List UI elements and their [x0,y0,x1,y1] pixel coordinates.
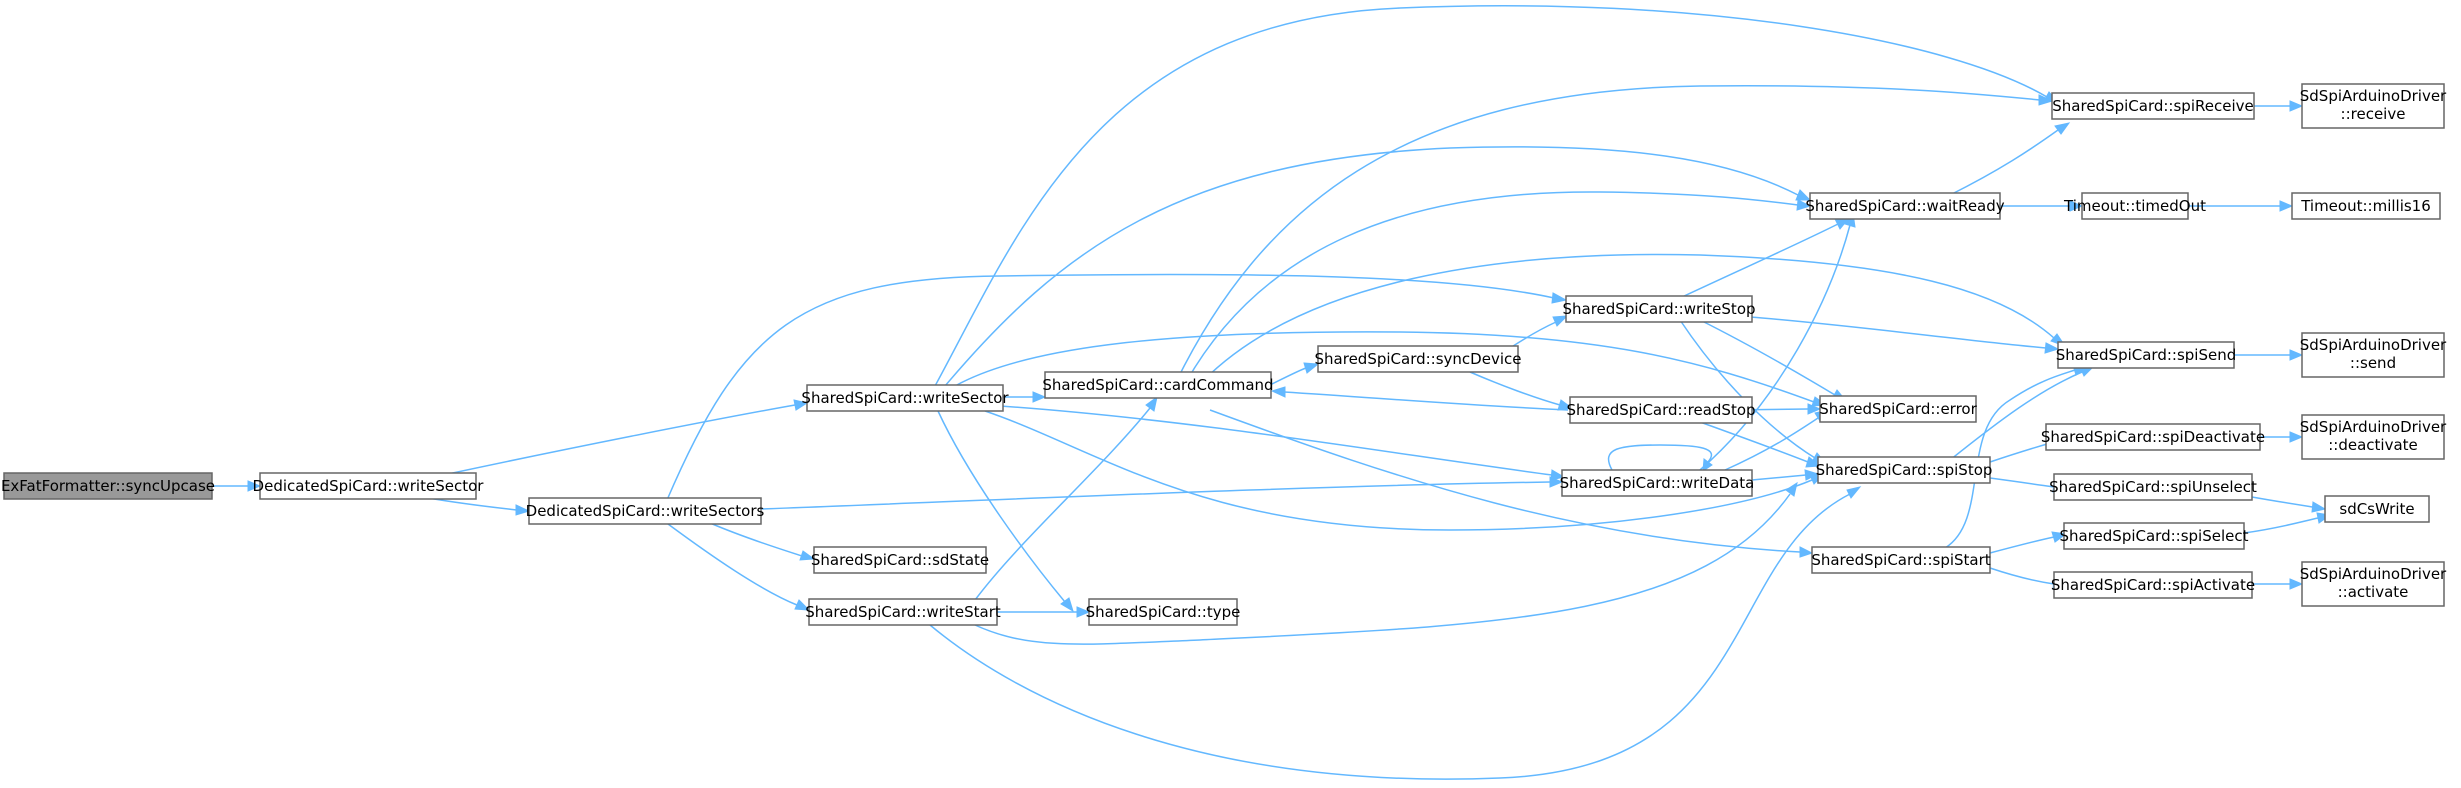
node-label: SharedSpiCard::spiReceive [2052,97,2253,115]
node-label: SharedSpiCard::spiSelect [2060,527,2249,545]
edge-writestart-to-type [997,606,1091,618]
node-spi-activate[interactable]: SharedSpiCard::spiActivate [2051,571,2255,599]
node-label: sdCsWrite [2339,500,2414,518]
node-driver-deactivate[interactable]: SdSpiArduinoDriver ::deactivate [2300,414,2447,460]
node-label: SdSpiArduinoDriver [2300,87,2447,105]
node-label: Timeout::millis16 [2300,197,2431,215]
edge-writedata-self-loop [1607,444,1713,472]
node-card-command[interactable]: SharedSpiCard::cardCommand [1042,371,1274,399]
node-label: SharedSpiCard::sdState [811,551,989,569]
node-label: ExFatFormatter::syncUpcase [1,477,215,495]
edge-writesector-to-cardcommand [1000,391,1047,403]
edge-spiselect-to-sdcswrite [2243,512,2332,534]
node-write-stop[interactable]: SharedSpiCard::writeStop [1562,295,1756,323]
node-type[interactable]: SharedSpiCard::type [1086,598,1241,626]
node-label: SdSpiArduinoDriver [2300,336,2447,354]
edge-spireceive-to-driver-receive [2254,100,2304,112]
node-exfat-sync-upcase[interactable]: ExFatFormatter::syncUpcase [1,472,215,500]
node-label: SharedSpiCard::spiStop [1816,461,1993,479]
node-error[interactable]: SharedSpiCard::error [1819,395,1978,423]
node-wait-ready[interactable]: SharedSpiCard::waitReady [1805,192,2005,220]
node-spi-start[interactable]: SharedSpiCard::spiStart [1811,546,1991,574]
node-label: SdSpiArduinoDriver [2300,418,2447,436]
node-label: DedicatedSpiCard::writeSectors [526,502,765,520]
edge-spisend-to-driver-send [2234,349,2304,361]
node-label: SharedSpiCard::cardCommand [1042,376,1273,394]
edge-writestop-to-spisend [1749,316,2060,354]
node-driver-receive[interactable]: SdSpiArduinoDriver ::receive [2300,83,2447,129]
node-read-stop[interactable]: SharedSpiCard::readStop [1566,396,1756,424]
node-label: SdSpiArduinoDriver [2300,565,2447,583]
node-label: SharedSpiCard::type [1086,603,1241,621]
node-write-start[interactable]: SharedSpiCard::writeStart [805,598,1001,626]
edge-writestop-to-spistop [1679,319,1828,465]
node-label: DedicatedSpiCard::writeSector [253,477,485,495]
edge-cardcommand-to-waitready [1184,191,1812,385]
edge-writesectors-to-sdstate [709,522,816,561]
node-label: SharedSpiCard::error [1819,400,1977,418]
node-write-data[interactable]: SharedSpiCard::writeData [1560,469,1755,497]
node-label: SharedSpiCard::spiDeactivate [2041,428,2265,446]
edge-writesector-to-waitready [944,146,1812,387]
edge-writesectors-to-writestop [666,273,1568,501]
node-dedicated-write-sector[interactable]: DedicatedSpiCard::writeSector [253,472,485,500]
edge-syncdevice-to-readstop [1469,371,1574,411]
node-label: SharedSpiCard::writeStart [805,603,1001,621]
edge-cardcommand-to-spistart [1209,409,1814,558]
node-sd-state[interactable]: SharedSpiCard::sdState [811,546,989,574]
node-spi-select[interactable]: SharedSpiCard::spiSelect [2060,522,2249,550]
node-label: SharedSpiCard::waitReady [1805,197,2004,215]
edge-syncdevice-to-writestop [1509,315,1569,349]
node-dedicated-write-sectors[interactable]: DedicatedSpiCard::writeSectors [526,497,765,525]
edge-spiunselect-to-sdcswrite [2251,496,2327,513]
edge-spideactivate-to-driver-deactivate [2260,431,2304,443]
node-label: ::deactivate [2328,436,2418,454]
node-label: SharedSpiCard::writeSector [801,389,1009,407]
edge-cardcommand-to-spireceive [1174,84,2054,385]
edge-timedout-to-millis16 [2188,200,2294,212]
node-label: SharedSpiCard::readStop [1566,401,1755,419]
edge-waitready-to-spireceive [1949,122,2071,196]
edge-dedicated-writesector-to-writesectors [427,497,531,516]
edge-syncupcase-to-dedicated-writesector [212,480,262,492]
node-sync-device[interactable]: SharedSpiCard::syncDevice [1315,345,1522,373]
node-label: SharedSpiCard::spiSend [2056,346,2237,364]
node-label: Timeout::timedOut [2063,197,2206,215]
edge-writesectors-to-writedata [760,476,1564,510]
node-label: SharedSpiCard::writeData [1560,474,1755,492]
node-spi-send[interactable]: SharedSpiCard::spiSend [2056,341,2237,369]
node-timed-out[interactable]: Timeout::timedOut [2063,192,2206,220]
node-write-sector[interactable]: SharedSpiCard::writeSector [801,384,1009,412]
node-label: ::activate [2338,583,2409,601]
edge-writestart-to-spistop-upper [974,481,1798,645]
node-label: SharedSpiCard::spiActivate [2051,576,2255,594]
edge-writestart-to-spistop-lower [929,486,1862,780]
node-driver-send[interactable]: SdSpiArduinoDriver ::send [2300,332,2447,378]
edge-dedicated-writesector-to-writesector [447,399,809,475]
edge-waitready-to-timedout [2000,200,2084,212]
node-millis16[interactable]: Timeout::millis16 [2291,192,2441,220]
edge-writesectors-to-writestart [667,523,811,611]
nodes: ExFatFormatter::syncUpcase DedicatedSpiC… [1,83,2447,626]
node-label: SharedSpiCard::spiUnselect [2049,478,2257,496]
node-spi-receive[interactable]: SharedSpiCard::spiReceive [2051,92,2255,120]
edge-writestart-to-cardcommand [974,395,1158,601]
edge-spistart-to-spiselect [1989,531,2068,554]
edge-spiactivate-to-driver-activate [2252,578,2304,590]
edge-readstop-to-cardcommand [1270,386,1569,411]
edge-cardcommand-to-syncdevice [1269,362,1320,386]
node-label: SharedSpiCard::writeStop [1562,300,1755,318]
node-spi-deactivate[interactable]: SharedSpiCard::spiDeactivate [2041,423,2265,451]
node-label: ::receive [2341,105,2406,123]
node-label: ::send [2350,354,2396,372]
node-driver-activate[interactable]: SdSpiArduinoDriver ::activate [2300,561,2447,607]
edge-writesector-to-writedata [999,405,1566,481]
node-label: SharedSpiCard::spiStart [1811,551,1990,569]
node-spi-stop[interactable]: SharedSpiCard::spiStop [1816,456,1993,484]
node-sd-cs-write[interactable]: sdCsWrite [2324,495,2430,523]
node-label: SharedSpiCard::syncDevice [1315,350,1522,368]
edge-writesector-to-type [937,410,1074,613]
node-spi-unselect[interactable]: SharedSpiCard::spiUnselect [2049,473,2257,501]
